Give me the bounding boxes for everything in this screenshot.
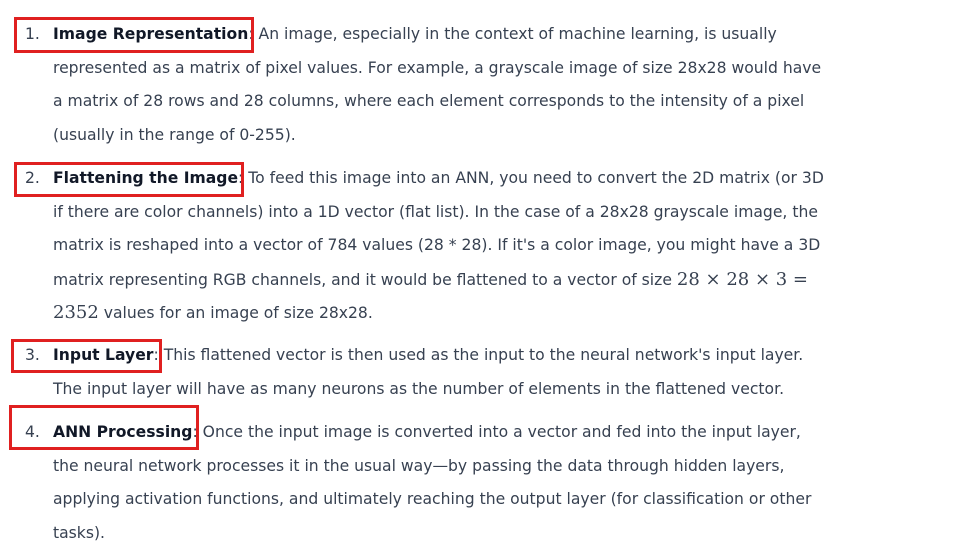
- item-line: 2352 values for an image of size 28x28.: [53, 296, 373, 331]
- highlight-box: [14, 17, 254, 53]
- item-text: This flattened vector is then used as th…: [164, 346, 804, 364]
- item-text: a matrix of 28 rows and 28 columns, wher…: [53, 85, 804, 119]
- item-text: applying activation functions, and ultim…: [53, 483, 811, 517]
- item-text: An image, especially in the context of m…: [259, 25, 777, 43]
- highlight-box: [9, 405, 199, 450]
- item-text: The input layer will have as many neuron…: [53, 373, 784, 407]
- highlight-box: [14, 162, 244, 197]
- math-value: 2352: [53, 302, 99, 323]
- item-text: tasks).: [53, 517, 105, 550]
- highlight-box: [11, 339, 162, 373]
- item-text: values for an image of size 28x28.: [99, 304, 373, 322]
- item-line: Input Layer: This flattened vector is th…: [53, 339, 803, 373]
- item-text: To feed this image into an ANN, you need…: [248, 169, 824, 187]
- item-text: matrix is reshaped into a vector of 784 …: [53, 229, 820, 263]
- item-text: if there are color channels) into a 1D v…: [53, 196, 818, 230]
- item-text: represented as a matrix of pixel values.…: [53, 52, 821, 86]
- item-line: matrix representing RGB channels, and it…: [53, 263, 808, 298]
- math-expression: 28 × 28 × 3 =: [677, 269, 808, 290]
- item-text: the neural network processes it in the u…: [53, 450, 784, 484]
- item-text: Once the input image is converted into a…: [203, 423, 801, 441]
- item-text: matrix representing RGB channels, and it…: [53, 271, 677, 289]
- item-text: (usually in the range of 0-255).: [53, 119, 296, 153]
